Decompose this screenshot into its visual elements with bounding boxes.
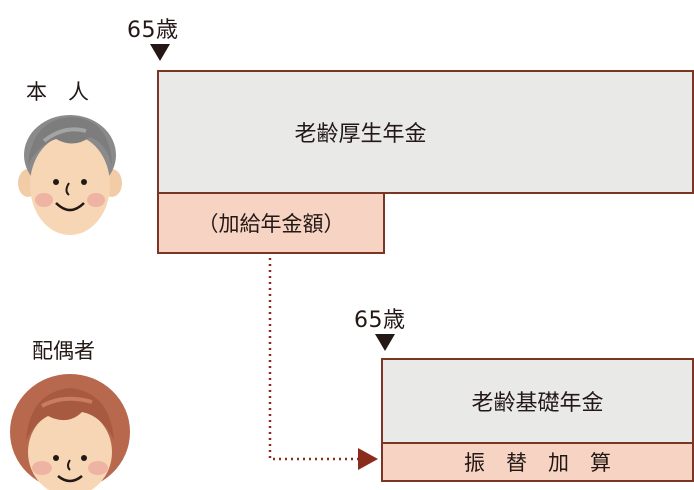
transfer-arrow (268, 258, 378, 470)
self-age-label: 65歳 (127, 18, 179, 43)
spouse-person-label: 配偶者 (32, 339, 95, 363)
spouse-age-label: 65歳 (354, 308, 406, 333)
self-pension-box: 老齢厚生年金 (157, 70, 694, 194)
spouse-addon-label: 振 替 加 算 (464, 451, 611, 475)
spouse-pension-box: 老齢基礎年金 (381, 358, 694, 444)
elderly-man-face-icon (18, 115, 122, 235)
self-addon-box: （加給年金額） (157, 192, 385, 254)
elderly-woman-face-icon (10, 374, 130, 490)
spouse-pension-label: 老齢基礎年金 (471, 391, 604, 416)
spouse-age-marker-icon (375, 334, 395, 351)
self-person-label: 本 人 (26, 80, 89, 104)
self-addon-label: （加給年金額） (197, 212, 345, 236)
spouse-addon-box: 振 替 加 算 (381, 442, 694, 482)
self-pension-label: 老齢厚生年金 (294, 122, 427, 147)
self-age-marker-icon (150, 44, 170, 61)
